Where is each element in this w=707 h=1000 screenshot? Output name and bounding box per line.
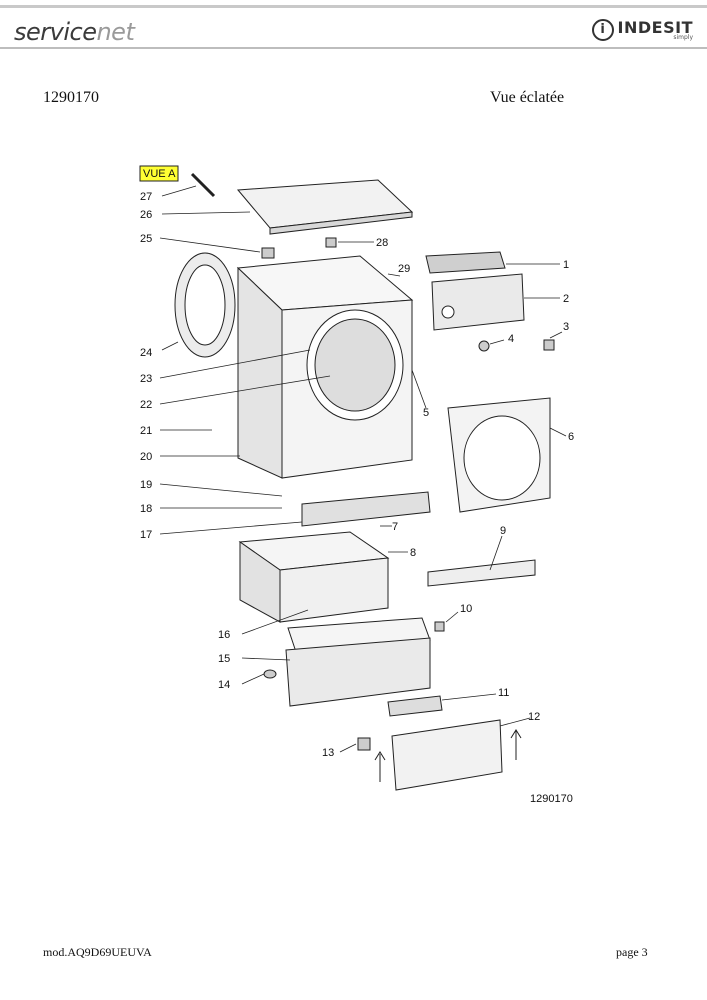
callout-13: 13 <box>322 747 334 759</box>
callout-14: 14 <box>218 679 230 691</box>
servicenet-logo: servicenet <box>14 18 135 46</box>
page-header: servicenet i INDESIT simply <box>0 0 707 52</box>
callout-23: 23 <box>140 373 152 385</box>
callout-8: 8 <box>410 547 416 559</box>
part-2-control-board <box>431 273 525 331</box>
header-bottom-rule <box>0 47 707 49</box>
indesit-wordmark: INDESIT <box>617 18 693 37</box>
view-label-box <box>139 165 179 182</box>
indesit-logo-icon: i <box>591 18 614 41</box>
callout-6: 6 <box>568 431 574 443</box>
callout-15: 15 <box>218 653 230 665</box>
callout-7: 7 <box>392 521 398 533</box>
drum-inner <box>314 318 396 412</box>
drawing-number: 1290170 <box>530 793 573 805</box>
part-10 <box>434 621 445 632</box>
part-4 <box>478 340 490 352</box>
part-11-handle <box>387 695 443 717</box>
part-25 <box>261 247 275 259</box>
part-9-strip <box>427 559 536 587</box>
callout-25: 25 <box>140 233 152 245</box>
callout-24: 24 <box>140 347 152 359</box>
callout-3: 3 <box>563 321 569 333</box>
arrow-up-right-icon <box>510 729 522 760</box>
part-27-clip <box>190 172 216 198</box>
footer-page-number: page 3 <box>616 945 648 959</box>
arrow-up-left-icon <box>374 751 386 782</box>
part-7-plinth <box>301 491 431 527</box>
part-13 <box>357 737 371 751</box>
callout-27: 27 <box>140 191 152 203</box>
part-14 <box>263 669 277 679</box>
indesit-tagline: simply <box>673 34 693 41</box>
exploded-view-diagram: VUE A 1 2 3 4 5 6 7 8 9 10 11 12 13 14 1… <box>139 165 574 805</box>
part-15-drawer-body <box>285 637 431 707</box>
callout-26: 26 <box>140 209 152 221</box>
part-3 <box>543 339 555 351</box>
callout-1: 1 <box>563 259 569 271</box>
callout-17: 17 <box>140 529 152 541</box>
callout-29: 29 <box>398 263 410 275</box>
part-28 <box>325 237 337 248</box>
callout-28: 28 <box>376 237 388 249</box>
view-label: VUE A <box>143 168 176 180</box>
indesit-logo: i INDESIT simply <box>591 18 693 41</box>
callout-21: 21 <box>140 425 152 437</box>
part-6-door-opening <box>463 415 541 501</box>
header-top-rule <box>0 5 707 8</box>
callout-22: 22 <box>140 399 152 411</box>
callout-9: 9 <box>500 525 506 537</box>
document-number: 1290170 <box>43 89 99 106</box>
callout-19: 19 <box>140 479 152 491</box>
callout-16: 16 <box>218 629 230 641</box>
callout-11: 11 <box>498 687 509 699</box>
part-26-lid-edge <box>269 211 413 235</box>
callout-2: 2 <box>563 293 569 305</box>
document-title: Vue éclatée <box>490 89 565 106</box>
callout-4: 4 <box>508 333 514 345</box>
callout-18: 18 <box>140 503 152 515</box>
callout-5: 5 <box>423 407 429 419</box>
part-26-top-lid <box>236 179 414 229</box>
footer-model: mod.AQ9D69UEUVA <box>43 945 152 959</box>
control-knob <box>441 305 455 319</box>
part-8-base-front <box>279 557 389 623</box>
part-12-drawer-front <box>391 719 503 791</box>
part-1-control-panel-top <box>425 251 506 274</box>
callout-12: 12 <box>528 711 540 723</box>
callout-10: 10 <box>460 603 472 615</box>
callout-20: 20 <box>140 451 152 463</box>
callout-leader-lines <box>159 185 567 753</box>
part-24-gasket-inner <box>184 264 226 346</box>
